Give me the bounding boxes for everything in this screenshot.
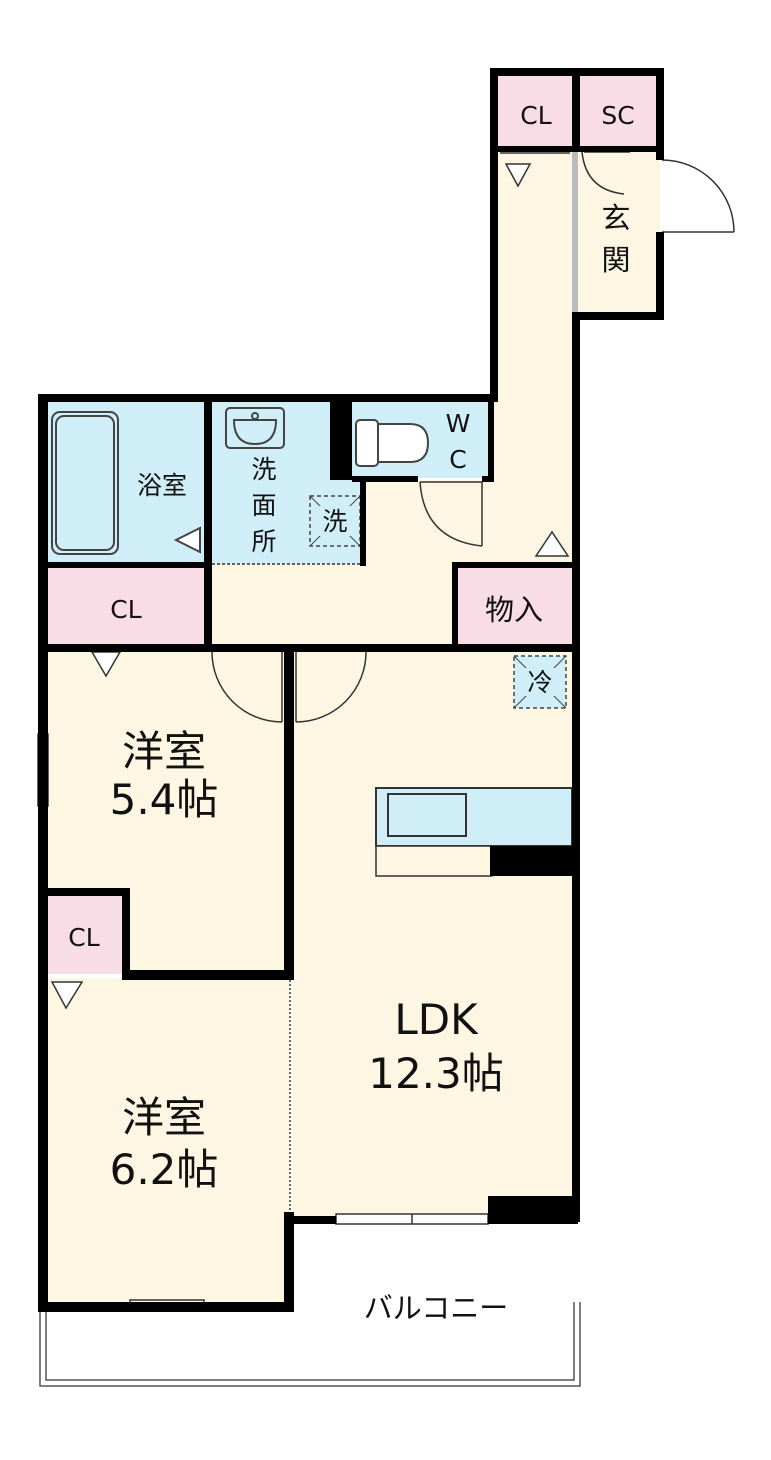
kitchen-cabinet	[375, 845, 493, 877]
labels: CL SC 玄 関 W C 浴室 洗 面 所 洗 物入 冷 CL 洋室 5.4帖…	[68, 101, 634, 1325]
room-floor-room1-lower	[128, 894, 290, 974]
wall-wc-right	[488, 398, 494, 482]
fridge-label: 冷	[527, 668, 552, 697]
cl-room2-label: CL	[68, 923, 99, 952]
balcony-label: バルコニー	[364, 1291, 508, 1325]
cl-entry-floor	[494, 72, 576, 150]
room2-size: 6.2帖	[110, 1145, 219, 1194]
room-floor-room2	[44, 978, 290, 1306]
cl-room2-door-marker	[50, 981, 84, 1010]
ldk-door-swing	[295, 651, 367, 723]
cl-west-floor	[44, 566, 206, 648]
wall-west	[38, 394, 48, 1312]
ldk-size: 12.3帖	[368, 1049, 504, 1098]
railing-inner	[45, 1302, 575, 1381]
railing-outer	[39, 1302, 581, 1387]
storage-label: 物入	[485, 593, 543, 627]
room2-name: 洋室	[122, 1093, 206, 1142]
wash-basin-bowl	[232, 419, 278, 446]
floor-fills	[44, 72, 660, 1306]
wall-ldk-bottom-left	[284, 1216, 336, 1224]
wall-wash-wc	[330, 398, 352, 480]
wash-basin-drain	[251, 412, 259, 420]
wall-east-corridor	[572, 312, 580, 1222]
wall-genkan-right-lower	[656, 232, 664, 320]
washer-box	[309, 495, 361, 547]
bath-label: 浴室	[137, 471, 187, 500]
washroom-label-1: 洗	[251, 455, 276, 484]
wall-genkan-divider	[572, 152, 578, 312]
room1-name: 洋室	[122, 727, 206, 776]
wc-label-1: W	[446, 409, 471, 438]
room-floor-room1	[44, 648, 290, 894]
wall-bath-wash	[204, 398, 212, 566]
sc-floor	[578, 72, 660, 150]
balcony-railing	[39, 1302, 581, 1387]
wall-room2-ldk-lower	[284, 1212, 294, 1312]
washer-label-bg	[318, 506, 352, 536]
corridor-door-marker	[534, 530, 570, 557]
room1-door-swing	[211, 651, 283, 723]
genkan-label-1: 玄	[601, 201, 630, 235]
wall-genkan-bottom	[574, 312, 664, 320]
fridge-label-bg	[524, 668, 556, 696]
wall-room2-bottom	[38, 1302, 294, 1312]
bathtub	[51, 411, 119, 555]
wall-cl-room2-top	[44, 888, 130, 896]
kitchen-pillar	[490, 846, 576, 876]
room-floor-ldk	[292, 648, 576, 1218]
wall-cl-bottom	[494, 146, 660, 152]
wc-door-swing	[419, 481, 483, 547]
wall-cl-sc-divider	[572, 68, 580, 150]
cl-entry-door-marker	[504, 163, 532, 188]
fixtures	[51, 407, 567, 709]
wall-storage-top	[452, 562, 576, 568]
sc-label: SC	[601, 101, 634, 130]
sc-door-swing	[581, 151, 625, 195]
corridor-floor	[494, 150, 576, 490]
wall-bath-bottom	[44, 562, 212, 568]
wall-storage-left	[452, 562, 458, 650]
room1-size: 5.4帖	[110, 775, 219, 824]
walls	[38, 68, 664, 1312]
washer-label: 洗	[322, 507, 347, 536]
bath-door-marker	[173, 526, 201, 554]
wall-wc-bottom	[352, 476, 418, 482]
bathtub-inner	[55, 415, 115, 551]
washroom-label-2: 面	[251, 491, 276, 520]
wall-wash-nook	[360, 476, 366, 566]
wall-entry-left	[490, 68, 498, 398]
toilet-tank	[355, 419, 379, 467]
wall-room1-room2	[122, 970, 294, 980]
toilet-bowl	[377, 423, 430, 463]
balcony-floor	[292, 1222, 578, 1306]
wall-cl-west-right	[204, 566, 212, 650]
ldk-name: LDK	[394, 995, 479, 1044]
wall-cl-room2-right	[122, 888, 130, 980]
wall-room1-ldk	[284, 644, 294, 980]
storage-floor	[456, 566, 576, 648]
wall-north	[38, 394, 498, 402]
wall-mid-h	[44, 644, 576, 652]
cl-room2-floor	[44, 894, 126, 974]
cl-west-label: CL	[110, 595, 141, 624]
cl-entry-label: CL	[520, 101, 551, 130]
kitchen-sink	[387, 793, 467, 837]
wall-ldk-bottom-right	[488, 1196, 578, 1224]
kitchen-counter	[375, 787, 576, 877]
entrance-door-swing	[661, 159, 735, 233]
wc-label-2: C	[449, 445, 466, 474]
washroom-label-3: 所	[251, 527, 276, 556]
wall-genkan-right-upper	[656, 68, 664, 160]
genkan-label-2: 関	[601, 243, 630, 277]
